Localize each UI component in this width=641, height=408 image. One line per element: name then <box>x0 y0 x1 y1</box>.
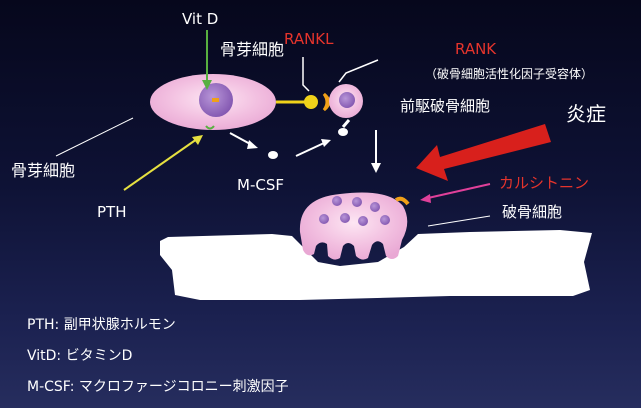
osteoclast-cell <box>299 192 410 260</box>
rank-description: （破骨細胞活性化因子受容体） <box>425 67 594 81</box>
mcsf-arrow-1 <box>229 132 258 149</box>
mcsf-arrow-2 <box>295 139 331 157</box>
rank-pointer <box>338 59 379 83</box>
vitd-arrow <box>202 30 212 90</box>
bone <box>160 230 592 300</box>
legend-vitd: VitD: ビタミンD <box>27 348 133 364</box>
legend-mcsf: M-CSF: マクロファージコロニー刺激因子 <box>27 379 289 395</box>
osteoblast-label-left: 骨芽細胞 <box>11 161 76 180</box>
inflammation-label: 炎症 <box>566 102 606 126</box>
rank-label: RANK <box>455 40 497 58</box>
rankl-ligand <box>276 95 318 109</box>
osteoclast-nucleus <box>370 202 380 212</box>
osteoclast-nucleus <box>332 196 342 206</box>
calcitonin-arrow <box>420 183 491 203</box>
osteoclast-nucleus <box>319 214 329 224</box>
mcsf-particle <box>338 128 348 136</box>
mcsf-label: M-CSF <box>237 176 284 194</box>
osteoblast-pointer-line <box>55 117 134 157</box>
osteoblast-receptor <box>212 98 219 102</box>
pth-label: PTH <box>97 203 127 221</box>
osteoclast-nucleus <box>380 215 390 225</box>
vitd-label: Vit D <box>182 10 219 28</box>
rank-receptor <box>322 92 331 112</box>
osteoblast-label-top: 骨芽細胞 <box>220 40 285 59</box>
osteoclast-nucleus <box>358 216 368 226</box>
osteoclast-nucleus <box>352 197 362 207</box>
inflammation-arrow <box>416 124 551 181</box>
osteoclast-pointer-line <box>427 215 491 227</box>
osteoclast-nucleus <box>340 213 350 223</box>
osteoclast-label: 破骨細胞 <box>502 203 563 221</box>
mcsf-particle <box>268 151 278 159</box>
preosteoclast-cell <box>329 84 363 118</box>
preosteoclast-label: 前駆破骨細胞 <box>400 97 491 115</box>
pth-receptor <box>205 125 215 130</box>
pth-arrow <box>123 135 203 191</box>
rankl-label: RANKL <box>284 30 334 48</box>
calcitonin-label: カルシトニン <box>499 174 590 192</box>
osteoblast-cell <box>150 74 276 130</box>
mcsf-arrow-3 <box>341 119 351 128</box>
rankl-pointer <box>302 57 310 92</box>
calcitonin-receptor <box>394 196 410 206</box>
legend-pth: PTH: 副甲状腺ホルモン <box>27 317 176 333</box>
differentiation-arrow <box>371 130 381 173</box>
preosteoclast-nucleus <box>339 92 355 108</box>
